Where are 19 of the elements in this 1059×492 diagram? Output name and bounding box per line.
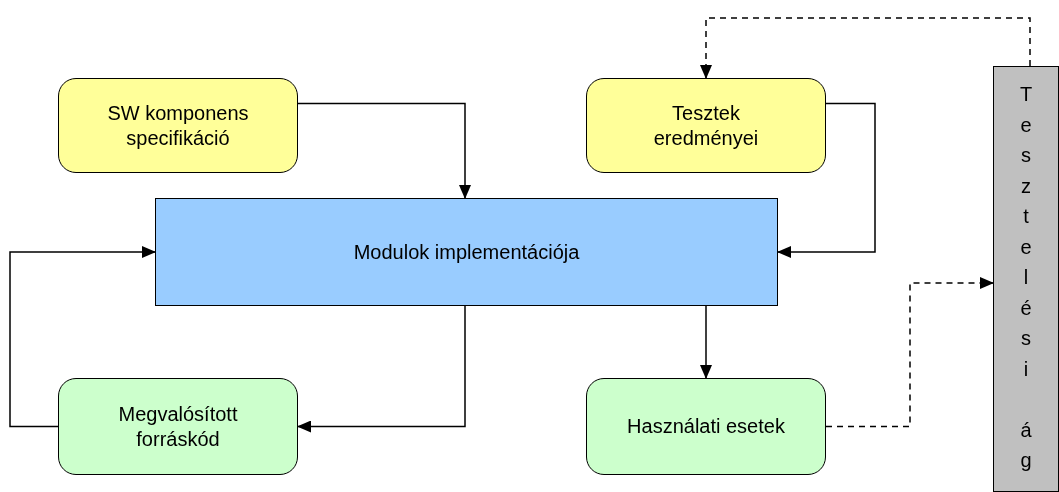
vertical-label: Tesztelési ág xyxy=(1018,82,1034,473)
arrow xyxy=(825,277,994,428)
box-label: Használati esetek xyxy=(627,414,785,439)
output-box xyxy=(58,378,298,475)
arrow xyxy=(777,102,876,258)
arrow xyxy=(700,305,712,379)
box-label: Modulok implementációja xyxy=(353,239,580,265)
box-label: Tesztek eredményei xyxy=(652,100,760,151)
input-box xyxy=(586,78,826,173)
arrow xyxy=(700,17,1031,79)
arrow xyxy=(297,305,466,433)
arrow xyxy=(9,246,156,428)
arrow xyxy=(297,102,471,199)
vertical-bar xyxy=(993,66,1059,492)
input-box xyxy=(58,78,298,173)
box-label: Megvalósított forráskód xyxy=(117,401,239,452)
process-box xyxy=(155,198,778,306)
box-label: SW komponens specifikáció xyxy=(106,100,250,151)
output-box xyxy=(586,378,826,475)
